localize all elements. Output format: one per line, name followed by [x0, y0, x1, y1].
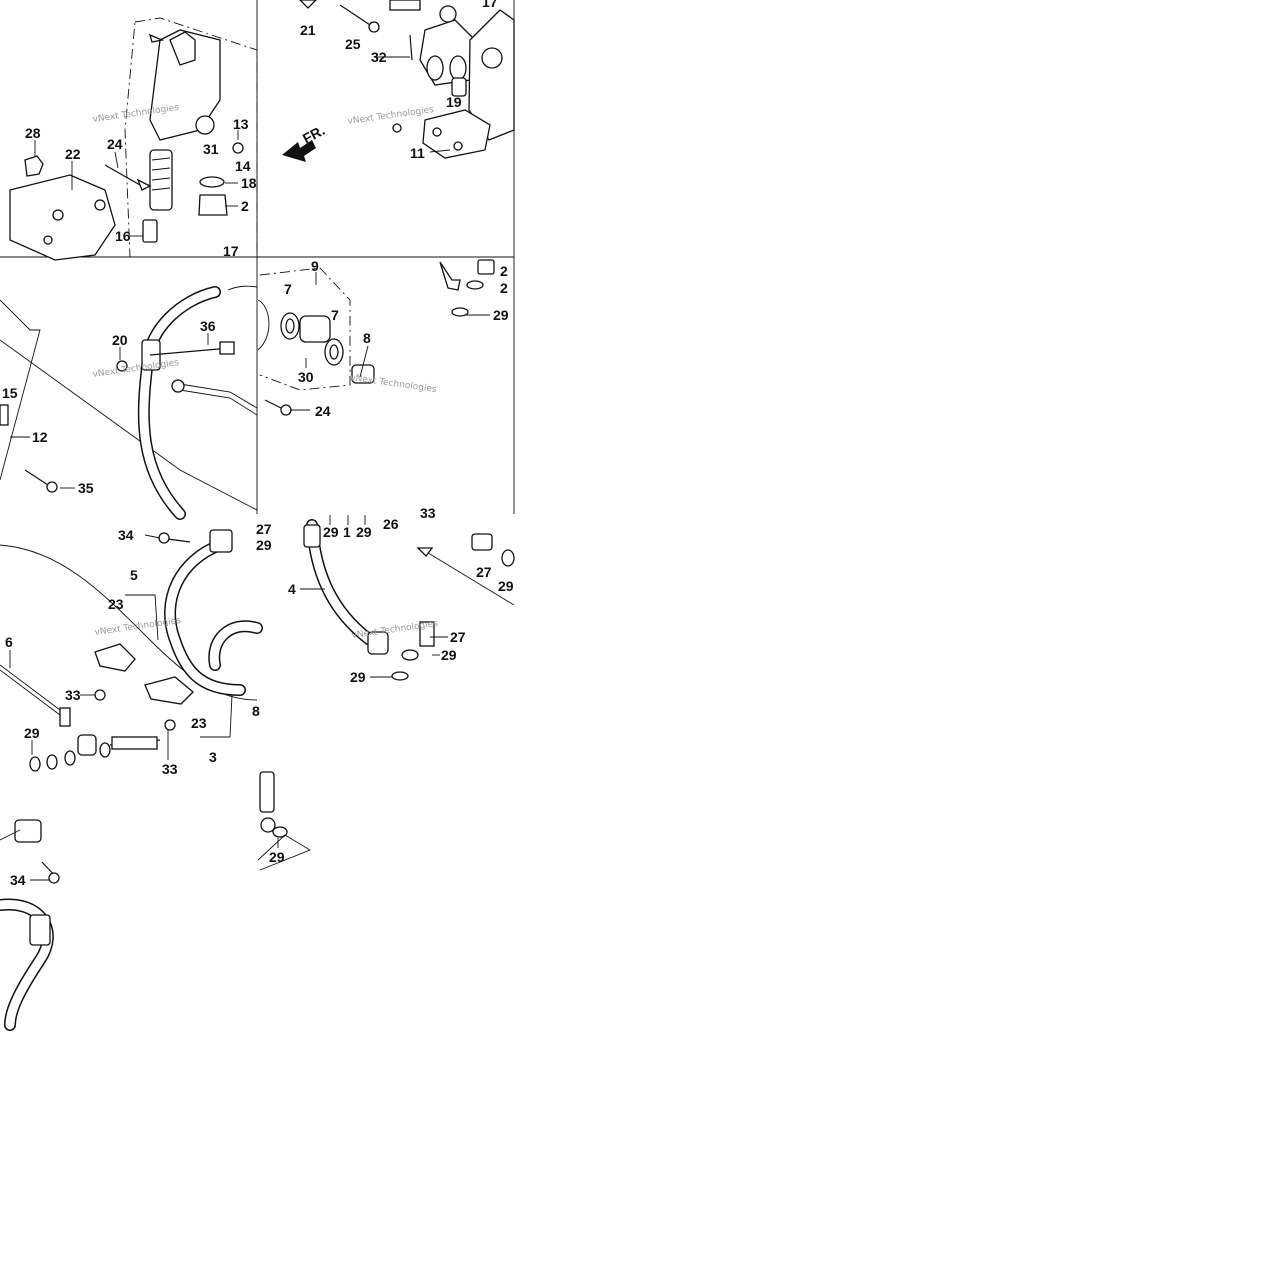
callout: 29	[493, 307, 509, 323]
callout: 27	[476, 564, 492, 580]
front-direction-label: FR.	[300, 122, 327, 147]
callout: 7	[284, 281, 292, 297]
callout: 33	[420, 505, 436, 521]
callout: 34	[118, 527, 134, 543]
callout: 29	[323, 524, 339, 540]
callout: 5	[130, 567, 138, 583]
callout: 8	[252, 703, 260, 719]
callout: 6	[5, 634, 13, 650]
callout: 29	[356, 524, 372, 540]
brake-hose-group	[303, 519, 515, 681]
callout: 18	[241, 175, 257, 191]
callout: 32	[371, 49, 387, 65]
watermark: vNext Technologies	[92, 358, 180, 380]
callout: 33	[162, 761, 178, 777]
callout: 2	[500, 263, 508, 279]
callout: 34	[10, 872, 26, 888]
callout: 23	[108, 596, 124, 612]
callout: 27	[256, 521, 272, 537]
hose-junction-group	[0, 285, 258, 520]
callout: 30	[298, 369, 314, 385]
callout: 29	[441, 647, 457, 663]
callout: 13	[233, 116, 249, 132]
callout: 22	[65, 146, 81, 162]
callout: 15	[2, 385, 18, 401]
callout: 8	[363, 330, 371, 346]
lower-hose-group	[0, 529, 263, 772]
watermark: vNext Technologies	[350, 373, 438, 395]
callout: 14	[235, 158, 251, 174]
callout: 29	[350, 669, 366, 685]
callout: 24	[315, 403, 331, 419]
callout: 21	[300, 22, 316, 38]
callout: 29	[24, 725, 40, 741]
callout: 31	[203, 141, 219, 157]
callout: 23	[191, 715, 207, 731]
leader-lines	[9, 56, 490, 881]
callout: 2	[241, 198, 249, 214]
callout: 35	[78, 480, 94, 496]
watermark: vNext Technologies	[347, 105, 435, 127]
callout: 4	[288, 581, 296, 597]
callout: 17	[223, 243, 239, 259]
callout: 11	[410, 145, 425, 161]
callout: 3	[209, 749, 217, 765]
callout: 16	[115, 228, 131, 244]
callout: 27	[450, 629, 466, 645]
bearing-group	[257, 259, 495, 416]
callout: 19	[446, 94, 462, 110]
callout: 36	[200, 318, 216, 334]
bottom-fittings-group	[0, 771, 312, 1031]
callout-labels: 21 25 17 32 19 11 28 22 24 13 31 14 18 2…	[2, 0, 514, 888]
callout: 25	[345, 36, 361, 52]
callout: 26	[383, 516, 399, 532]
callout: 29	[256, 537, 272, 553]
callout: 1	[343, 524, 351, 540]
callout: 29	[269, 849, 285, 865]
callout: 7	[331, 307, 339, 323]
callout: 9	[311, 258, 319, 274]
callout: 29	[498, 578, 514, 594]
caliper-group: FR.	[282, 0, 515, 162]
callout: 2	[500, 280, 508, 296]
front-arrow-icon	[282, 140, 316, 162]
callout: 20	[112, 332, 128, 348]
callout: 28	[25, 125, 41, 141]
callout: 24	[107, 136, 123, 152]
master-cylinder-group	[9, 17, 258, 261]
callout: 17	[482, 0, 498, 10]
callout: 12	[32, 429, 48, 445]
callout: 33	[65, 687, 81, 703]
